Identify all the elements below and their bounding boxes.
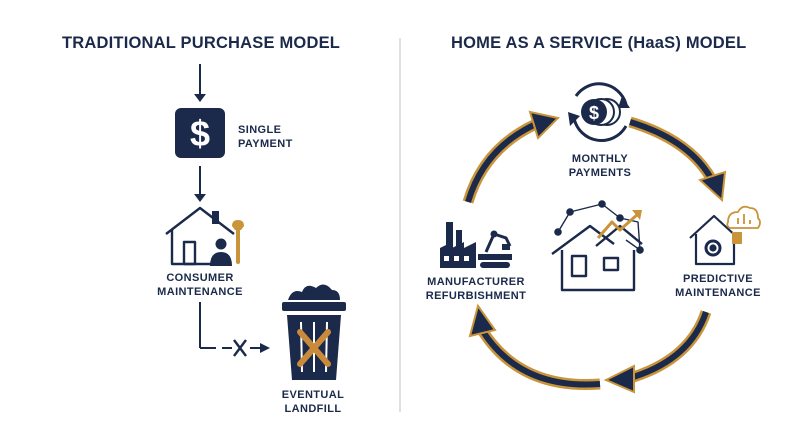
flow-arrow-top [194, 64, 206, 102]
home-maintenance-icon [165, 206, 244, 266]
traditional-model-title: TRADITIONAL PURCHASE MODEL [62, 34, 341, 52]
dollar-icon: $ [175, 108, 225, 158]
monthly-payments-label: MONTHLY PAYMENTS [568, 153, 632, 179]
recurring-payment-icon: $ [568, 82, 630, 143]
single-payment-label: SINGLE PAYMENT [238, 124, 293, 150]
eventual-landfill-label: EVENTUAL LANDFILL [281, 389, 345, 415]
manufacturer-refurbishment-label: MANUFACTURER REFURBISHMENT [425, 276, 527, 302]
disposal-flow-arrow [199, 302, 270, 357]
dollar-symbol: $ [190, 113, 210, 154]
predictive-maintenance-icon [689, 205, 761, 266]
cycle-arrow-top-right [628, 116, 727, 203]
trash-bin-icon [282, 284, 346, 380]
factory-refurbishment-icon [440, 222, 512, 268]
cycle-arrow-bottom-left [468, 303, 601, 391]
cycle-arrow-top-left [462, 110, 561, 204]
haas-model-title: HOME AS A SERVICE (HaaS) MODEL [451, 34, 747, 52]
consumer-maintenance-label: CONSUMER MAINTENANCE [157, 272, 243, 298]
cycle-arrow-bottom-right [603, 310, 712, 394]
coin-dollar-symbol: $ [589, 103, 599, 123]
predictive-maintenance-label: PREDICTIVE MAINTENANCE [675, 273, 761, 299]
smart-home-icon [551, 200, 644, 292]
flow-arrow-middle [194, 166, 206, 202]
